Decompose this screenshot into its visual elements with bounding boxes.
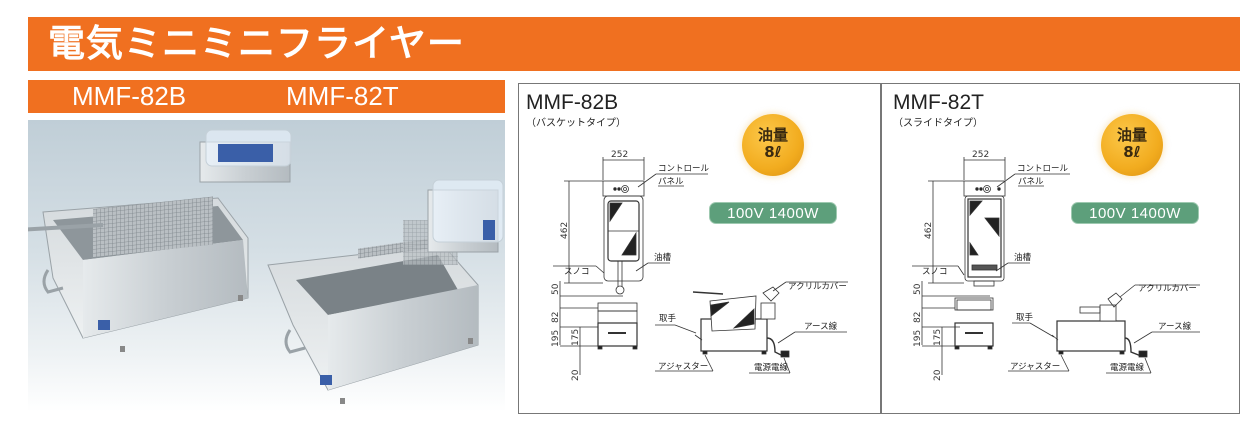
product-photo [28, 120, 505, 412]
dim-width: 252 [611, 150, 628, 160]
oil-label: 油量 [1116, 126, 1147, 144]
oil-value: 8ℓ [764, 143, 782, 161]
oil-capacity-badge: 油量 8ℓ [1101, 114, 1163, 176]
dim-feet: 20 [933, 369, 943, 381]
dim-feet: 20 [571, 369, 581, 381]
dim-body: 195 [913, 330, 923, 347]
title-banner: 電気ミニミニフライヤー [28, 17, 1240, 71]
spec-panel-82b: MMF-82B （バスケットタイプ） [526, 91, 626, 130]
callout-ground-wire: アース線 [1158, 321, 1192, 332]
model-label-82b: MMF-82B [72, 81, 187, 111]
fryer-slide-type [267, 179, 504, 404]
panel-type-label: （バスケットタイプ） [526, 118, 626, 129]
fryer-basket-type [28, 129, 292, 352]
callout-adjuster: アジャスター [658, 362, 708, 372]
callout-control-panel-2: パネル [1018, 177, 1044, 187]
dim-body: 195 [551, 330, 561, 347]
panel-model-title: MMF-82T [893, 91, 984, 114]
model-label-82t: MMF-82T [286, 81, 399, 111]
dim-inner: 175 [933, 329, 943, 346]
dim-inner: 175 [571, 329, 581, 346]
callout-control-panel-1: コントロール [658, 164, 710, 174]
power-badge: 100V 1400W [1071, 202, 1199, 224]
dim-width: 252 [972, 150, 989, 160]
dimension-drawing-82b: 252 462 50 82 195 175 20 コントロール パネル 油槽 ス… [551, 150, 848, 381]
callout-power-cord: 電源電線 [754, 362, 789, 373]
oil-label: 油量 [757, 126, 788, 144]
fryer-photo-illustration [28, 129, 504, 404]
callout-handle: 取手 [1016, 312, 1034, 323]
callout-oil-tank: 油槽 [1014, 252, 1032, 263]
callout-control-panel-2: パネル [658, 177, 684, 187]
callout-control-panel-1: コントロール [1017, 164, 1069, 174]
panel-divider [880, 83, 882, 414]
dim-depth: 462 [924, 222, 934, 239]
dim-panel: 82 [913, 312, 923, 323]
panel-model-title: MMF-82B [526, 91, 619, 114]
callout-sunoko: スノコ [922, 267, 948, 277]
oil-value: 8ℓ [1123, 143, 1141, 161]
callout-adjuster: アジャスター [1010, 362, 1060, 372]
model-bar: MMF-82B MMF-82T [28, 80, 505, 113]
callout-power-cord: 電源電線 [1110, 362, 1145, 373]
callout-acrylic-cover: アクリルカバー [788, 282, 847, 292]
page-title: 電気ミニミニフライヤー [48, 22, 465, 65]
dim-top: 50 [913, 283, 923, 295]
panel-type-label: （スライドタイプ） [893, 118, 983, 129]
dim-top: 50 [551, 283, 561, 295]
callout-ground-wire: アース線 [804, 321, 838, 332]
callout-oil-tank: 油槽 [654, 252, 672, 263]
spec-panel-82t: MMF-82T （スライドタイプ） [893, 91, 984, 130]
oil-capacity-badge: 油量 8ℓ [742, 114, 804, 176]
dimension-drawing-82t: 252 462 50 82 195 175 20 コントロール パネル 油槽 ス… [912, 150, 1200, 381]
power-badge: 100V 1400W [709, 202, 837, 224]
callout-acrylic-cover: アクリルカバー [1138, 284, 1197, 294]
callout-handle: 取手 [659, 313, 677, 324]
dim-depth: 462 [560, 222, 570, 239]
callout-sunoko: スノコ [564, 267, 590, 277]
dim-panel: 82 [551, 312, 561, 323]
